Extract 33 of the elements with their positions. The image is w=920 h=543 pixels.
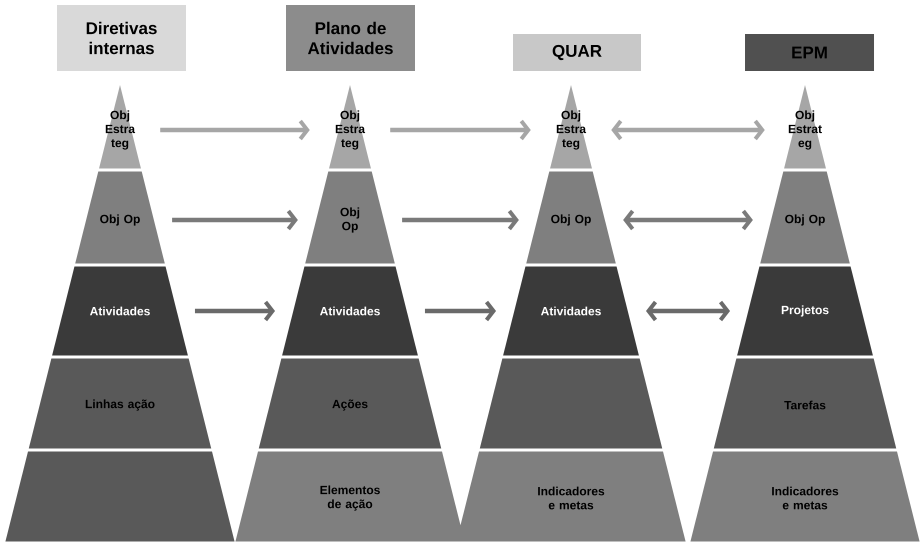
pyramid-layer: Elementos de ação: [235, 452, 465, 542]
pyramid-layer: Atividades: [503, 266, 639, 356]
pyramid-layer: Linhas ação: [28, 358, 212, 448]
pyramid-layer: Indicadores e metas: [456, 452, 686, 542]
arrow: [172, 210, 298, 230]
arrow: [424, 300, 496, 322]
pyramid-layer: Obj Op: [760, 172, 850, 264]
pyramid-layer: [480, 358, 662, 448]
pyramid-layer: Obj Estra teg: [329, 85, 371, 168]
pyramid-layer: Atividades: [52, 266, 188, 356]
pyramid-layer: Obj Estra teg: [99, 85, 141, 168]
arrow: [402, 210, 519, 230]
arrow: [194, 300, 276, 322]
arrow: [623, 210, 753, 230]
pyramid-layer: Obj Op: [526, 172, 616, 264]
arrow: [611, 120, 765, 140]
pyramid-layer: Obj Op: [75, 172, 165, 264]
pyramid-layer: Indicadores e metas: [690, 452, 920, 542]
header-box: Diretivas internas: [57, 5, 186, 71]
pyramid-layer: Obj Estra teg: [550, 85, 592, 168]
pyramid-layer: Projetos: [737, 266, 873, 356]
header-box: EPM: [745, 34, 874, 71]
pyramid-layer: Tarefas: [714, 358, 896, 448]
pyramid-layer: Atividades: [282, 266, 418, 356]
header-box: Plano de Atividades: [286, 5, 415, 71]
pyramid-layer: [5, 452, 235, 542]
header-box: QUAR: [513, 34, 641, 71]
pyramid-layer: Obj Estrat eg: [784, 85, 826, 168]
arrow: [160, 120, 310, 140]
arrow: [646, 300, 730, 322]
pyramid-layer: Ações: [258, 358, 442, 448]
arrow: [390, 120, 531, 140]
pyramid-layer: Obj Op: [305, 172, 395, 264]
